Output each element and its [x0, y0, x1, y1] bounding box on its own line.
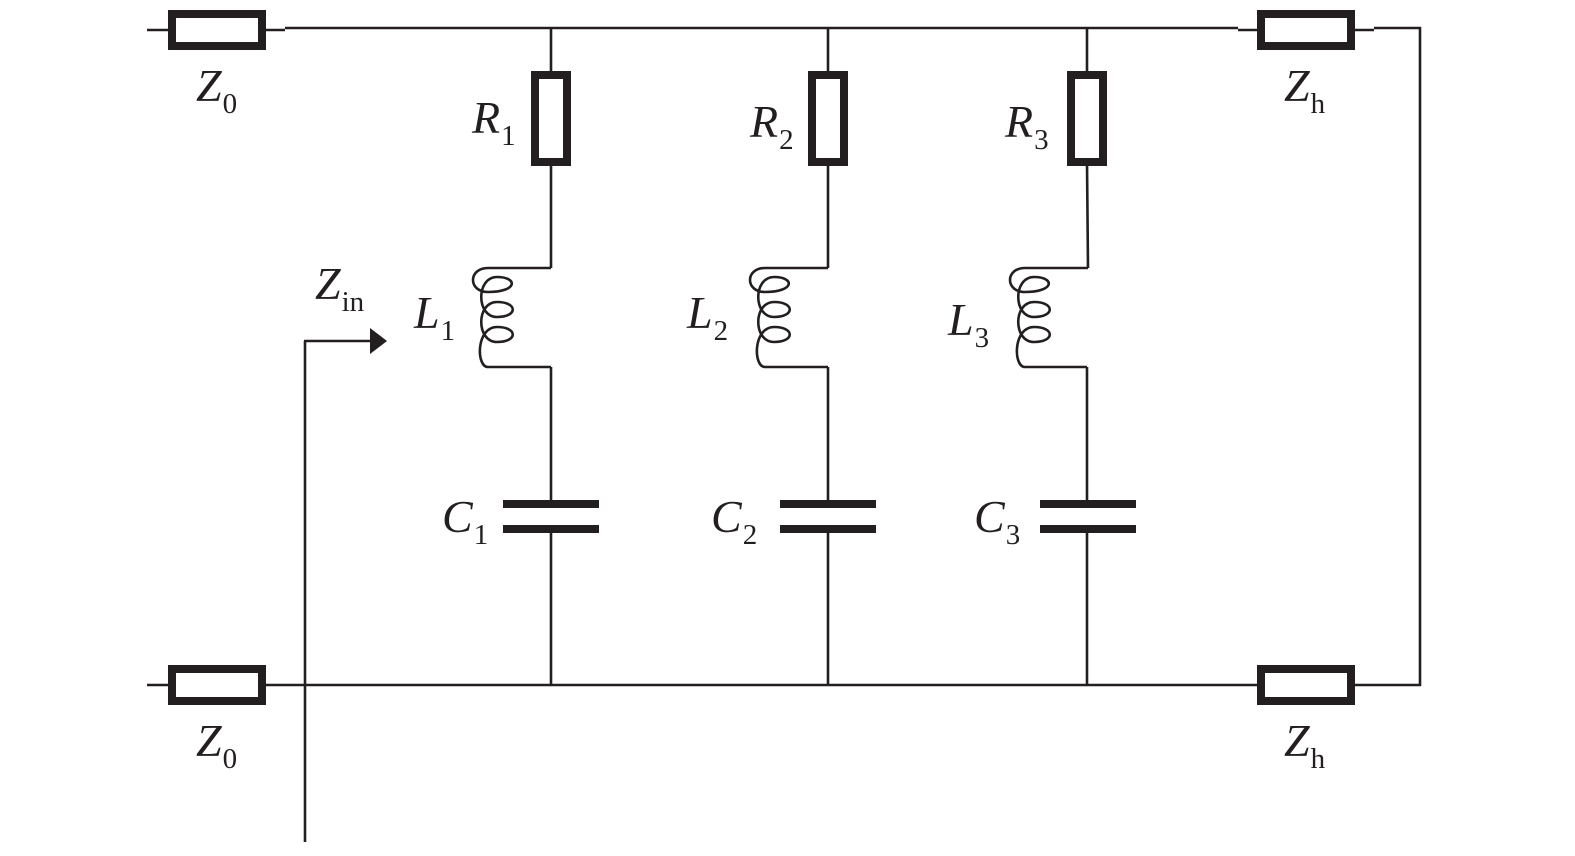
arrow-head-icon [370, 328, 387, 354]
label-z0-bottom: Z0 [196, 715, 237, 775]
label-zh-bottom: Zh [1284, 715, 1326, 775]
c3-plate-bottom [1040, 525, 1136, 533]
c1-plate-bottom [503, 525, 599, 533]
c2-plate-bottom [780, 525, 876, 533]
label-r1: R1 [471, 92, 516, 152]
z0-top-impedance [168, 10, 266, 50]
label-r3: R3 [1004, 96, 1049, 156]
l2-inductor [748, 266, 792, 369]
zh-top-impedance [1257, 10, 1355, 50]
label-c3: C3 [974, 491, 1020, 551]
label-z0-top: Z0 [196, 60, 237, 120]
r1-resistor [531, 71, 571, 166]
c1-plate-top [503, 500, 599, 508]
c3-plate-top [1040, 500, 1136, 508]
label-r2: R2 [749, 96, 794, 156]
l1-inductor [471, 266, 515, 369]
zh-bottom-impedance [1257, 665, 1355, 705]
label-zh-top: Zh [1284, 60, 1326, 120]
branch-3 [1008, 28, 1136, 685]
label-l1: L1 [413, 287, 455, 347]
label-l3: L3 [947, 294, 989, 354]
label-zin: Zin [315, 258, 365, 318]
label-c1: C1 [442, 491, 488, 551]
r2-resistor [808, 71, 848, 166]
c2-plate-top [780, 500, 876, 508]
label-l2: L2 [686, 287, 728, 347]
label-c2: C2 [711, 491, 757, 551]
top-rail [147, 26, 1421, 32]
branch-2 [748, 28, 876, 685]
z0-bottom-impedance [168, 665, 266, 705]
l3-inductor [1008, 266, 1052, 369]
r3-resistor [1067, 71, 1107, 166]
zin-arrow [303, 328, 387, 842]
branch-1 [471, 28, 599, 685]
